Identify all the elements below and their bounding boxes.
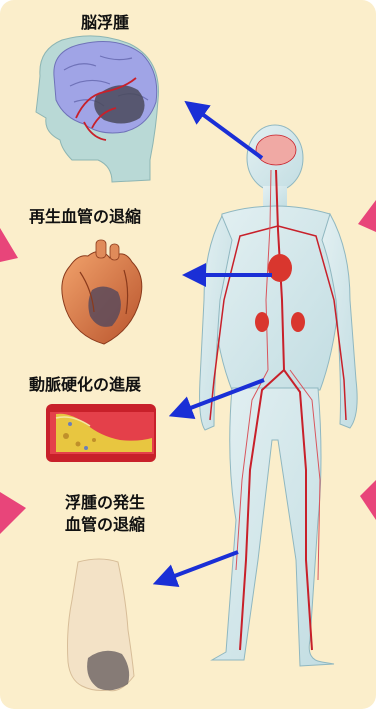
pink-marker-left-top [0,228,18,262]
arrow-foot [164,552,238,580]
artery-icon [46,404,156,462]
label-edema-line1: 浮腫の発生 [50,492,160,514]
arrow-brain [194,108,262,158]
label-atherosclerosis: 動脈硬化の進展 [10,374,160,396]
heart-icon [62,240,142,344]
foot-icon [68,559,135,691]
label-brain-edema: 脳浮腫 [62,12,148,34]
pink-marker-left-bottom [0,492,26,534]
label-vessel-regression: 再生血管の退縮 [10,206,160,228]
label-edema-line2: 血管の退縮 [50,514,160,536]
pink-marker-right-bottom [360,480,376,520]
brain-icon [36,36,158,182]
pink-marker-right-top [358,200,376,232]
